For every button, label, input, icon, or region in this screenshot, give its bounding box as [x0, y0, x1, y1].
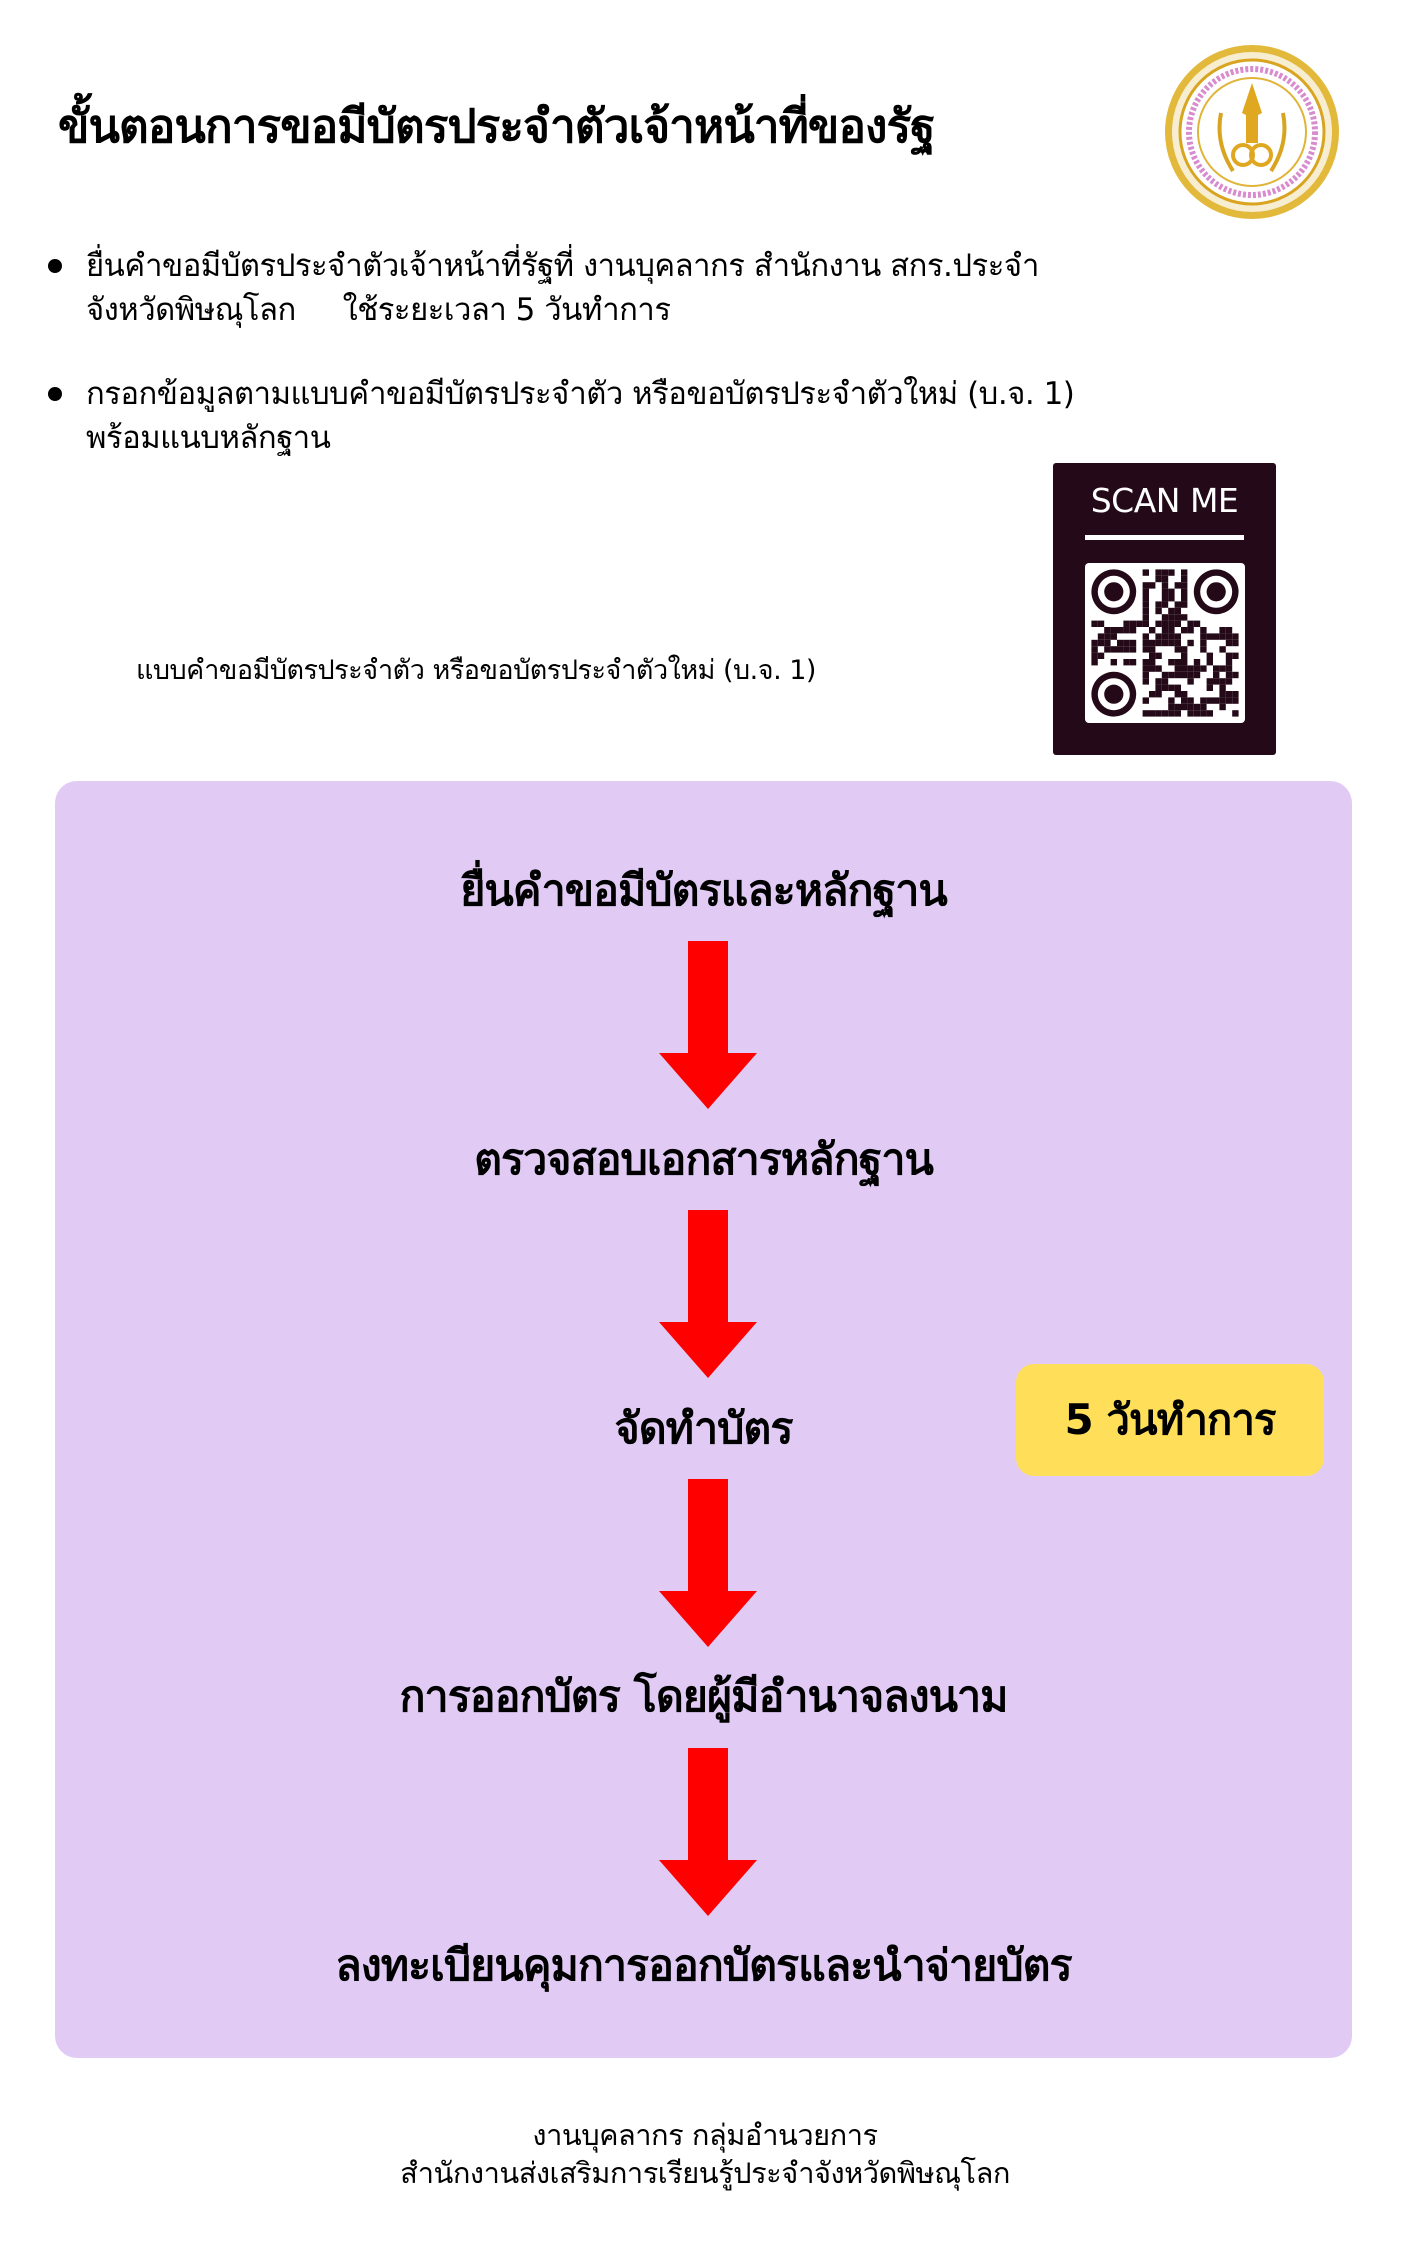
- flow-step-verify: ตรวจสอบเอกสารหลักฐาน: [474, 1135, 934, 1185]
- flow-step-submit: ยื่นคำขอมีบัตรและหลักฐาน: [460, 866, 948, 916]
- form-caption: แบบคำขอมีบัตรประจำตัว หรือขอบัตรประจำตัว…: [136, 655, 816, 686]
- divider: [1085, 535, 1244, 540]
- bullet-icon: [48, 387, 62, 401]
- arrow-down-icon: [659, 1748, 757, 1916]
- bullet-line: ยื่นคำขอมีบัตรประจำตัวเจ้าหน้าที่รัฐที่ …: [86, 248, 1039, 284]
- bullet-item-submit: ยื่นคำขอมีบัตรประจำตัวเจ้าหน้าที่รัฐที่ …: [48, 244, 1248, 332]
- footer-office: สำนักงานส่งเสริมการเรียนรู้ประจำจังหวัดพ…: [400, 2156, 1010, 2190]
- bullet-line: จังหวัดพิษณุโลก ใช้ระยะเวลา 5 วันทำการ: [86, 292, 671, 328]
- qr-scan-card[interactable]: SCAN ME: [1053, 463, 1276, 755]
- arrow-down-icon: [659, 1479, 757, 1647]
- flow-step-issue: การออกบัตร โดยผู้มีอำนาจลงนาม: [399, 1672, 1009, 1722]
- bullet-line: กรอกข้อมูลตามแบบคำขอมีบัตรประจำตัว หรือข…: [86, 376, 1075, 412]
- bullet-item-form: กรอกข้อมูลตามแบบคำขอมีบัตรประจำตัว หรือข…: [48, 372, 1248, 460]
- flow-step-register: ลงทะเบียนคุมการออกบัตรและนำจ่ายบัตร: [335, 1941, 1072, 1991]
- arrow-down-icon: [659, 941, 757, 1109]
- bullet-icon: [48, 259, 62, 273]
- scan-me-label: SCAN ME: [1090, 481, 1239, 520]
- page-title: ขั้นตอนการขอมีบัตรประจำตัวเจ้าหน้าที่ของ…: [58, 99, 936, 153]
- arrow-down-icon: [659, 1210, 757, 1378]
- flow-step-produce: จัดทำบัตร: [614, 1404, 794, 1454]
- qr-code-icon[interactable]: [1085, 563, 1245, 723]
- duration-badge: 5 วันทำการ: [1016, 1364, 1324, 1476]
- bullet-line: พร้อมแนบหลักฐาน: [86, 420, 331, 456]
- footer-department: งานบุคลากร กลุ่มอำนวยการ: [532, 2118, 878, 2152]
- office-seal-logo: [1165, 45, 1339, 219]
